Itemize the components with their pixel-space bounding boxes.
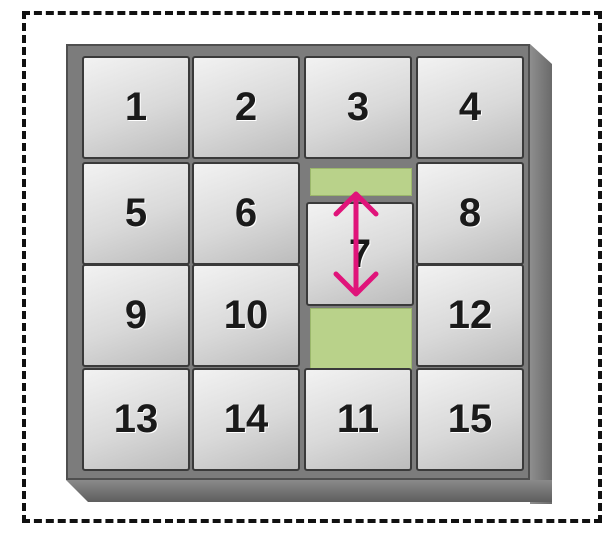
tile-10[interactable]: 10	[192, 264, 300, 367]
tile-14[interactable]: 14	[192, 368, 300, 471]
tile-4[interactable]: 4	[416, 56, 524, 159]
board-bottom-edge	[66, 480, 552, 502]
tile-2[interactable]: 2	[192, 56, 300, 159]
tile-6[interactable]: 6	[192, 162, 300, 265]
tile-11[interactable]: 11	[304, 368, 412, 471]
tile-1[interactable]: 1	[82, 56, 190, 159]
tile-8[interactable]: 8	[416, 162, 524, 265]
empty-slot-highlight-bottom	[310, 308, 412, 370]
tile-12[interactable]: 12	[416, 264, 524, 367]
tile-15[interactable]: 15	[416, 368, 524, 471]
move-arrow-icon	[324, 186, 388, 302]
tile-9[interactable]: 9	[82, 264, 190, 367]
tile-5[interactable]: 5	[82, 162, 190, 265]
board-side-edge	[530, 44, 552, 504]
tile-13[interactable]: 13	[82, 368, 190, 471]
tile-3[interactable]: 3	[304, 56, 412, 159]
